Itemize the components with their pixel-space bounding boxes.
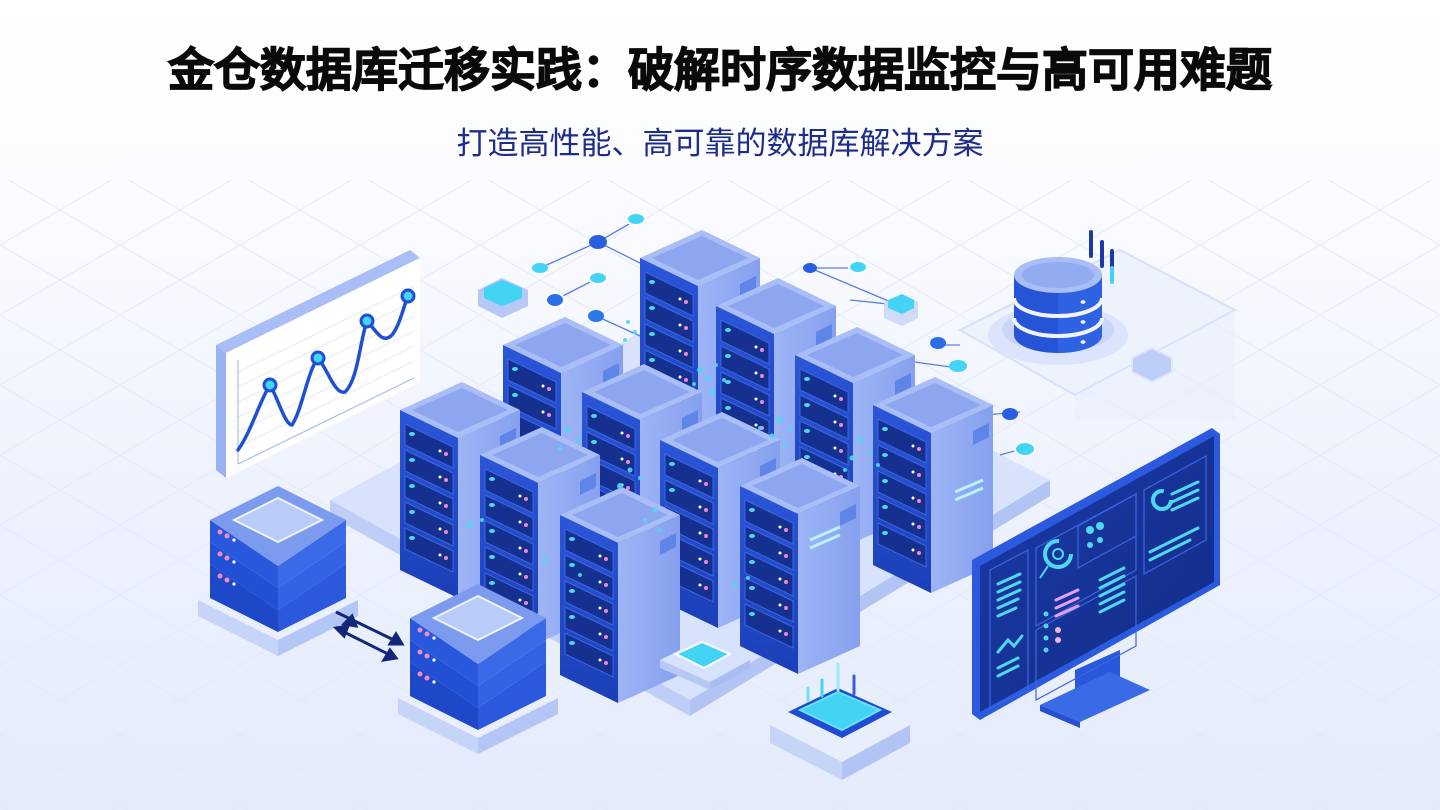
- server-rack: [559, 486, 681, 704]
- page-subtitle: 打造高性能、高可靠的数据库解决方案: [456, 126, 984, 162]
- monitoring-dashboard-screen: [972, 428, 1220, 728]
- data-particles: [467, 320, 880, 588]
- chart-point: [310, 350, 326, 366]
- rack-vent-lines: [809, 478, 984, 550]
- database-icon: [988, 230, 1128, 365]
- network-node-dots: [532, 212, 1036, 457]
- hexagon-node-right: [884, 294, 918, 326]
- hexagon-node-left: [478, 278, 528, 318]
- sync-arrows-icon: [332, 610, 405, 663]
- chart-point: [400, 288, 416, 304]
- line-chart-panel: [216, 250, 420, 478]
- chip-icon: [770, 662, 910, 780]
- chart-point: [359, 313, 375, 329]
- chip-tile-small: [660, 640, 750, 690]
- hexagon-tile-db: [1131, 346, 1173, 384]
- page-title: 金仓数据库迁移实践：破解时序数据监控与高可用难题: [167, 42, 1272, 97]
- chart-point: [262, 377, 278, 393]
- server-rack: [739, 457, 861, 675]
